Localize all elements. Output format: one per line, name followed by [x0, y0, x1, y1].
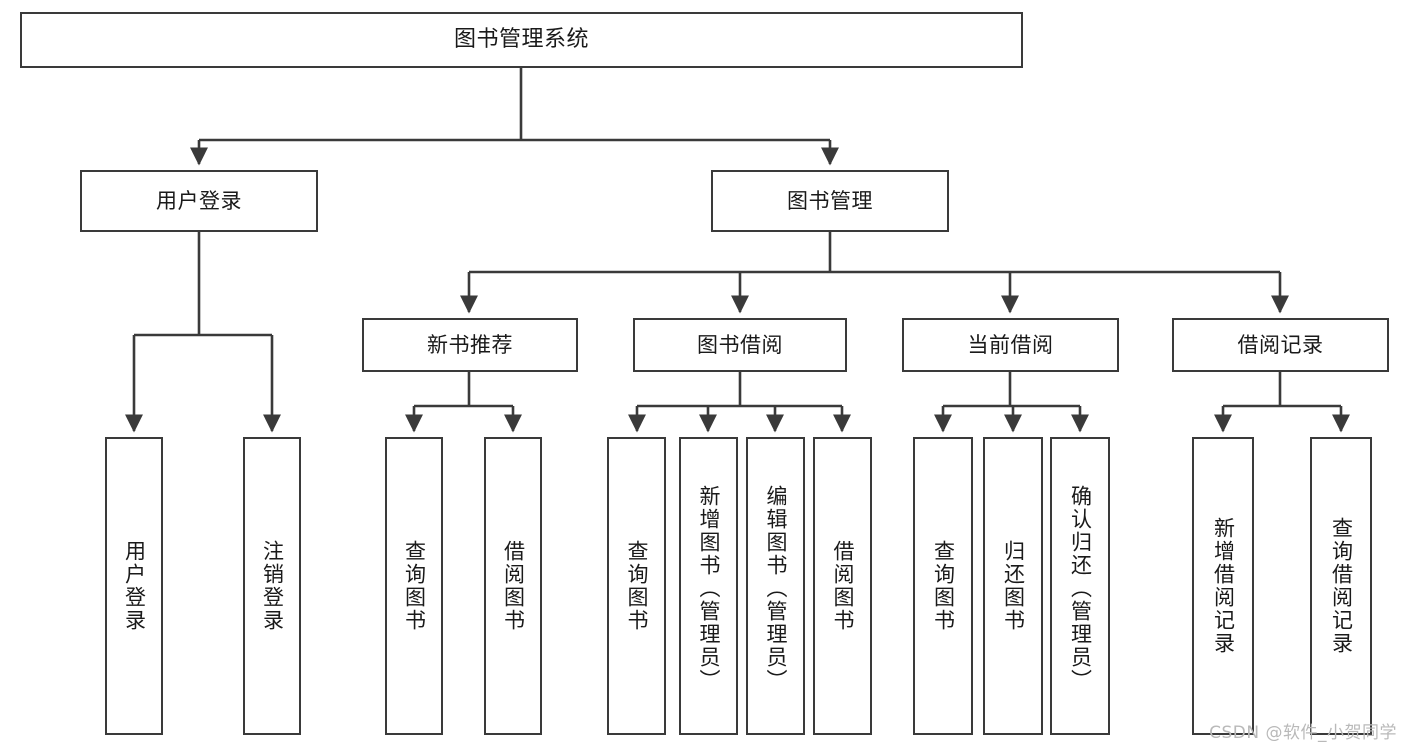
node-label: 借阅图书 — [831, 540, 855, 632]
node-label: 用户登录 — [122, 540, 147, 632]
node-leaf-borrow-book-borrowing[interactable]: 借阅图书 — [813, 437, 872, 735]
node-borrowing-record[interactable]: 借阅记录 — [1172, 318, 1389, 372]
node-leaf-borrow-book-recommendation[interactable]: 借阅图书 — [484, 437, 542, 735]
node-leaf-add-book-admin[interactable]: 新增图书（管理员） — [679, 437, 738, 735]
node-label: 确认归还（管理员） — [1068, 484, 1093, 692]
node-user-login[interactable]: 用户登录 — [80, 170, 318, 232]
node-label: 借阅记录 — [1237, 332, 1324, 357]
node-book-management[interactable]: 图书管理 — [711, 170, 949, 232]
node-leaf-add-borrowing-record[interactable]: 新增借阅记录 — [1192, 437, 1254, 735]
node-book-borrowing[interactable]: 图书借阅 — [633, 318, 847, 372]
node-label: 编辑图书（管理员） — [764, 484, 788, 692]
node-current-borrowing[interactable]: 当前借阅 — [902, 318, 1119, 372]
node-leaf-query-book-current[interactable]: 查询图书 — [913, 437, 973, 735]
node-label: 当前借阅 — [967, 332, 1054, 357]
node-label: 新增借阅记录 — [1211, 517, 1236, 655]
node-label: 注销登录 — [260, 540, 285, 632]
node-leaf-confirm-return-admin[interactable]: 确认归还（管理员） — [1050, 437, 1110, 735]
node-label: 图书借阅 — [697, 332, 783, 357]
watermark-text: CSDN @软件_小贺同学 — [1209, 723, 1397, 743]
node-root-book-management-system[interactable]: 图书管理系统 — [20, 12, 1023, 68]
node-leaf-user-login[interactable]: 用户登录 — [105, 437, 163, 735]
node-leaf-query-borrowing-record[interactable]: 查询借阅记录 — [1310, 437, 1372, 735]
node-label: 新增图书（管理员） — [697, 484, 721, 692]
node-label: 新书推荐 — [427, 332, 513, 357]
node-leaf-user-logout[interactable]: 注销登录 — [243, 437, 301, 735]
node-new-book-recommendation[interactable]: 新书推荐 — [362, 318, 578, 372]
node-label: 查询图书 — [931, 540, 956, 632]
node-leaf-query-book-borrowing[interactable]: 查询图书 — [607, 437, 666, 735]
node-label: 查询图书 — [402, 540, 427, 632]
node-label: 图书管理系统 — [453, 27, 589, 53]
node-label: 归还图书 — [1001, 540, 1026, 632]
node-label: 图书管理 — [787, 188, 873, 213]
node-leaf-return-book[interactable]: 归还图书 — [983, 437, 1043, 735]
node-leaf-query-book-recommendation[interactable]: 查询图书 — [385, 437, 443, 735]
node-label: 查询图书 — [625, 540, 649, 632]
node-leaf-edit-book-admin[interactable]: 编辑图书（管理员） — [746, 437, 805, 735]
node-label: 查询借阅记录 — [1329, 517, 1354, 655]
node-label: 借阅图书 — [501, 540, 526, 632]
node-label: 用户登录 — [156, 188, 242, 213]
